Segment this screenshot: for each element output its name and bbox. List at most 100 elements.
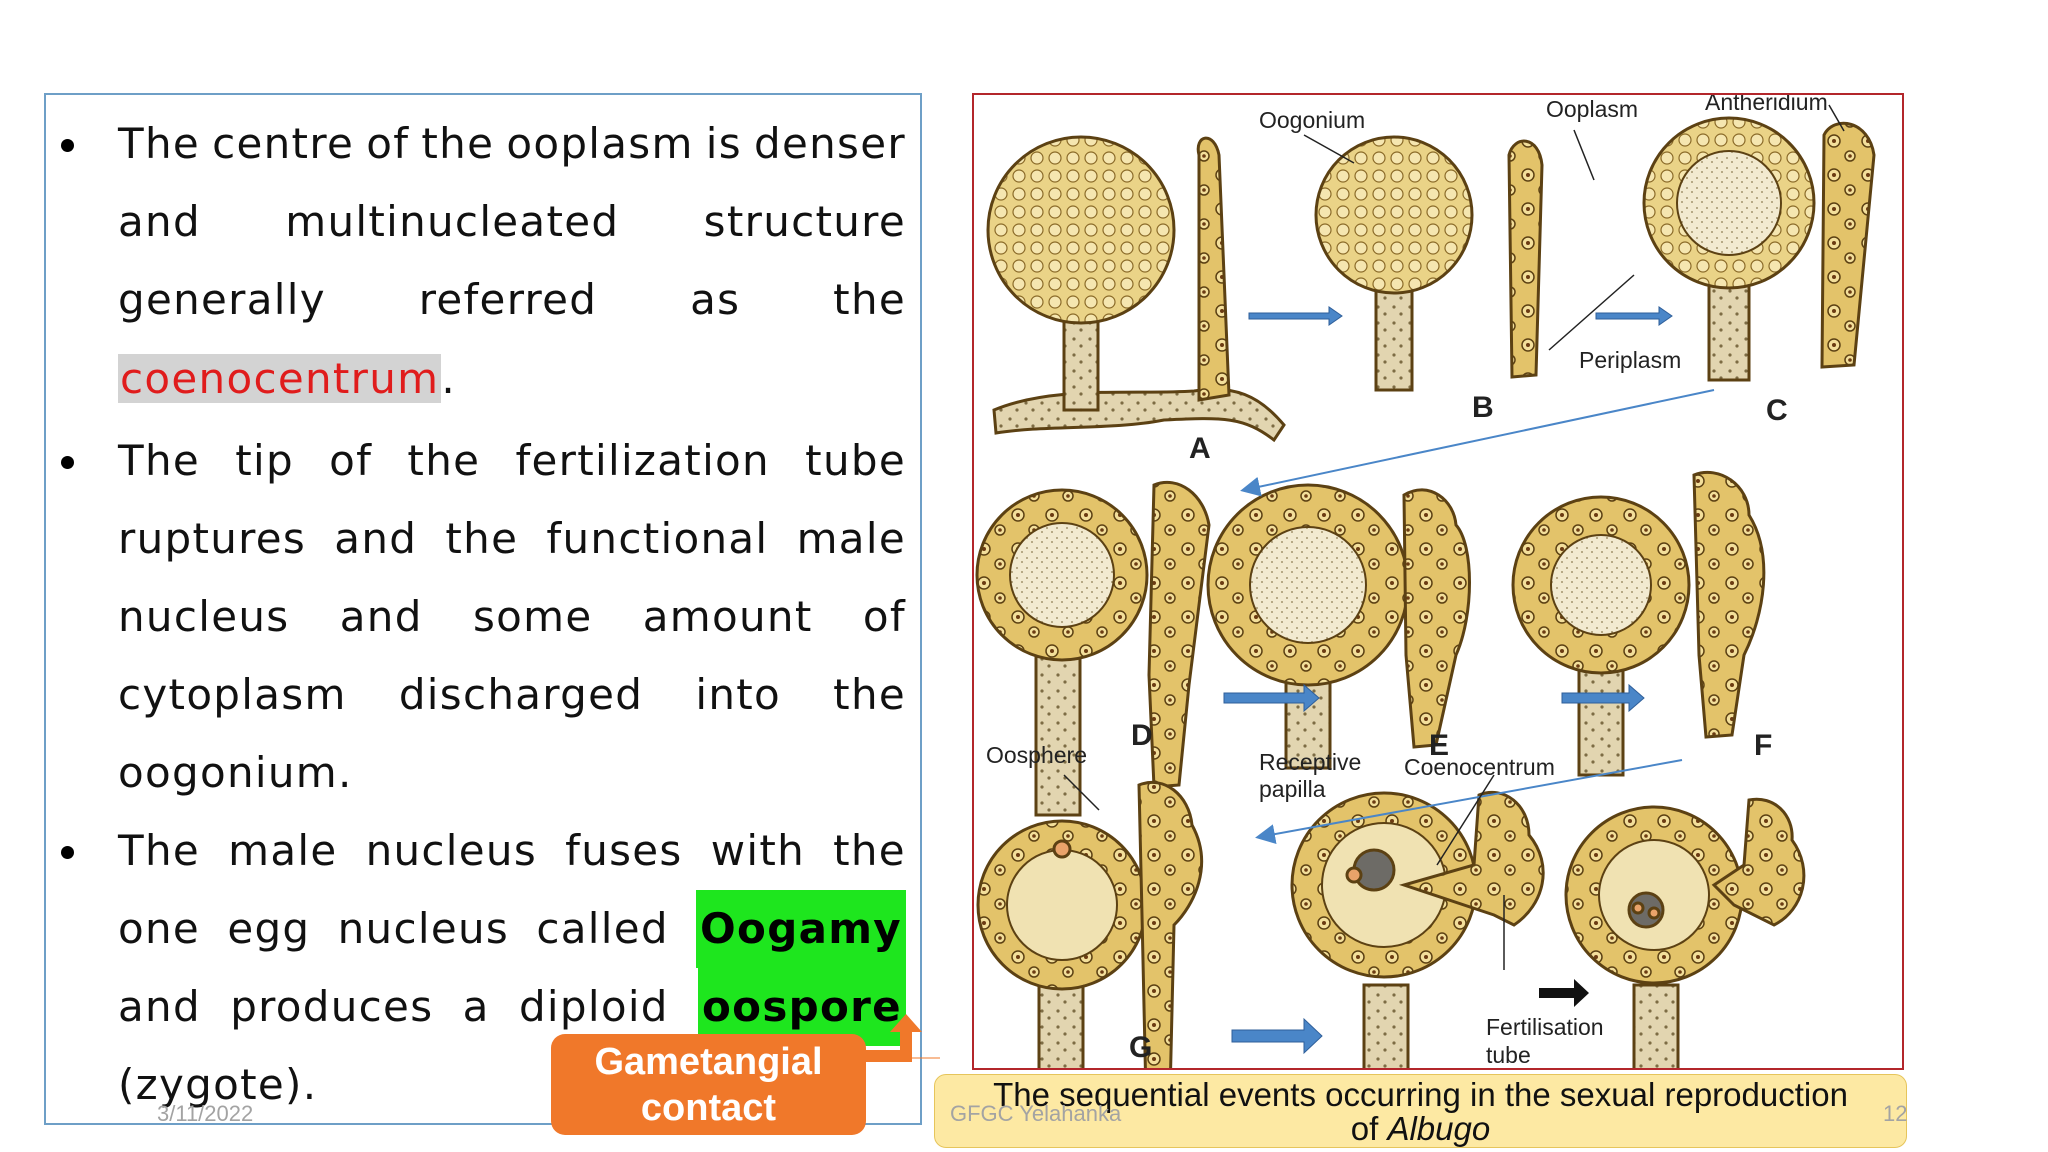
word: the <box>833 826 906 875</box>
stage-a-drawing <box>986 135 1286 443</box>
word: egg <box>227 904 311 953</box>
bullet-2-dot <box>61 456 74 469</box>
word: of <box>862 592 906 641</box>
word: called <box>536 904 669 953</box>
figure-caption: The sequential events occurring in the s… <box>934 1074 1907 1148</box>
label-oogonium: Oogonium <box>1259 107 1365 133</box>
bullet-1-line-3: generally referred as the <box>118 261 906 339</box>
caption-line-2: of Albugo <box>935 1112 1906 1146</box>
word: the <box>407 436 481 485</box>
callout-line-1: Gametangial <box>594 1041 823 1083</box>
stage-letter-b: B <box>1472 391 1494 424</box>
label-antheridium: Antheridium <box>1705 95 1828 115</box>
albugo-diagram: A B C D <box>972 93 1904 1070</box>
word: the <box>421 119 495 168</box>
word: male <box>228 826 338 875</box>
bullet-2-line-5: oogonium. <box>118 734 906 812</box>
word: male <box>796 514 906 563</box>
stage-f-drawing <box>1511 470 1766 777</box>
bullet-1-line-4: coenocentrum. <box>118 340 906 418</box>
stage-fertilisation-drawing <box>1290 790 1545 1068</box>
bullet-3-line-3: and produces a diploid oospore <box>118 968 906 1046</box>
caption-line-1: The sequential events occurring in the s… <box>993 1076 1848 1113</box>
bullet-3-line-1: The male nucleus fuses with the <box>118 812 906 890</box>
label-coenocentrum: Coenocentrum <box>1404 754 1555 780</box>
word: tip <box>235 436 294 485</box>
word: The <box>118 436 201 485</box>
footer-org: GFGC Yelahanka <box>950 1101 1122 1126</box>
word: and <box>334 514 418 563</box>
stage-b-drawing <box>1314 135 1544 392</box>
coenocentrum-highlight: coenocentrum <box>118 354 442 403</box>
word: a <box>462 982 490 1031</box>
bullet-2-line-1: The tip of the fertilization tube <box>118 422 906 500</box>
word: tube <box>805 436 906 485</box>
word: of <box>329 436 373 485</box>
word: and <box>118 982 201 1031</box>
arrow-b-c <box>1595 306 1673 326</box>
caption-prefix: of <box>1350 1110 1388 1147</box>
process-arrows <box>1223 306 1673 1055</box>
word: the <box>833 275 906 324</box>
word: of <box>366 119 410 168</box>
word: centre <box>212 119 355 168</box>
label-fertilisation-2: tube <box>1486 1042 1531 1068</box>
stage-letter-f: F <box>1754 729 1772 762</box>
bullet-3-dot <box>61 846 74 859</box>
footer-page-number: 12 <box>1883 1101 1908 1126</box>
word: one <box>118 904 201 953</box>
arrow-g-h <box>1231 1017 1323 1055</box>
oogamy-highlight: Oogamy <box>696 890 906 968</box>
stage-g-drawing <box>976 780 1203 1068</box>
bullet-2-line-2: ruptures and the functional male <box>118 500 906 578</box>
stage-final-drawing <box>1564 797 1806 1068</box>
diagram-svg: A B C D <box>975 95 1876 1068</box>
word: amount <box>642 592 813 641</box>
word: cytoplasm <box>118 670 347 719</box>
word: denser <box>754 119 906 168</box>
stage-letter-e: E <box>1429 729 1449 762</box>
bullet-1-dot <box>61 139 74 152</box>
word: into <box>695 670 782 719</box>
word: and <box>339 592 423 641</box>
label-receptive-2: papilla <box>1259 776 1326 802</box>
gametangial-contact-callout: Gametangial contact <box>551 1034 866 1135</box>
word: diploid <box>518 982 669 1031</box>
word: referred <box>418 275 598 324</box>
stage-letter-g: G <box>1129 1031 1152 1064</box>
word: with <box>710 826 806 875</box>
word: and <box>118 197 201 246</box>
arrow-e-f <box>1561 683 1645 713</box>
word: nucleus <box>118 592 290 641</box>
connector-f-g <box>1255 759 1683 844</box>
word: fertilization <box>515 436 770 485</box>
stage-letter-c: C <box>1766 394 1788 427</box>
word: fuses <box>565 826 683 875</box>
word: generally <box>118 275 326 324</box>
bullet-3-line-2: one egg nucleus called Oogamy <box>118 890 906 968</box>
label-oosphere: Oosphere <box>986 742 1087 768</box>
word: nucleus <box>365 826 538 875</box>
leader-lines <box>1063 104 1845 970</box>
word: structure <box>703 197 906 246</box>
label-receptive-1: Receptive <box>1259 749 1361 775</box>
label-ooplasm: Ooplasm <box>1546 96 1638 122</box>
period: . <box>441 354 457 403</box>
word: is <box>705 119 742 168</box>
stage-e-drawing <box>1206 483 1471 770</box>
black-arrow <box>1539 979 1589 1007</box>
label-periplasm: Periplasm <box>1579 347 1681 373</box>
label-fertilisation-1: Fertilisation <box>1486 1014 1604 1040</box>
word: (zygote). <box>118 1060 318 1109</box>
bullet-2-line-3: nucleus and some amount of <box>118 578 906 656</box>
bullet-2-line-4: cytoplasm discharged into the <box>118 656 906 734</box>
callout-arrow <box>860 1014 940 1062</box>
text-box <box>44 93 922 1125</box>
word: The <box>118 119 201 168</box>
word: the <box>445 514 519 563</box>
word: oogonium. <box>118 748 353 797</box>
bullet-1-line-1: The centre of the ooplasm is denser <box>118 105 906 183</box>
word: nucleus <box>337 904 510 953</box>
callout-line-2: contact <box>640 1087 777 1129</box>
